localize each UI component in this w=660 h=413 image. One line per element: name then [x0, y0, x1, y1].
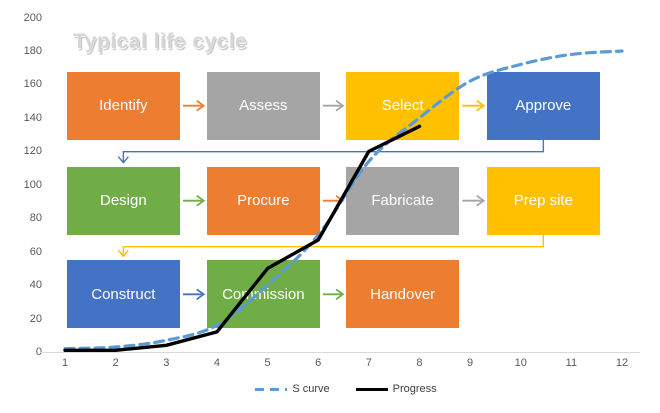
x-axis-tick-label: 2 [112, 357, 119, 369]
x-axis-tick-label: 4 [213, 357, 220, 369]
y-axis-tick-label: 80 [29, 212, 42, 225]
chart-legend: S curve Progress [16, 383, 660, 395]
legend-item-s-curve[interactable]: S curve [255, 383, 330, 395]
process-box-prep-site[interactable]: Prep site [486, 166, 600, 235]
process-box-label: Design [99, 192, 147, 210]
flow-arrow-identify-to-assess [183, 99, 206, 112]
legend-label: S curve [292, 383, 330, 395]
x-axis-tick-label: 3 [163, 357, 170, 369]
flow-arrow-procure-to-fabricate [323, 194, 345, 207]
y-axis-tick-label: 40 [29, 279, 42, 292]
process-box-label: Select [381, 97, 424, 115]
process-box-label: Procure [237, 192, 290, 210]
legend-swatch-solid [355, 387, 388, 391]
x-axis-tick-label: 8 [416, 357, 423, 369]
process-box-label: Construct [91, 285, 156, 303]
x-axis-tick-label: 5 [264, 357, 271, 369]
y-axis-tick-label: 100 [23, 178, 42, 191]
legend-swatch-dashed [255, 387, 288, 391]
flow-arrow-fabricate-to-prep-site [462, 194, 486, 207]
process-box-commission[interactable]: Commission [206, 260, 320, 329]
flow-arrow-select-to-approve [462, 99, 486, 112]
process-box-label: Approve [515, 97, 572, 115]
y-axis-tick-label: 120 [23, 145, 42, 158]
process-box-select[interactable]: Select [346, 71, 460, 140]
x-axis-tick-label: 1 [61, 357, 69, 369]
process-box-label: Assess [239, 97, 288, 115]
x-axis-tick-label: 9 [467, 357, 474, 369]
process-box-label: Fabricate [371, 192, 434, 210]
y-axis-tick-label: 200 [23, 11, 42, 24]
y-axis-tick-label: 20 [29, 312, 42, 325]
process-box-handover[interactable]: Handover [346, 260, 460, 329]
y-axis-tick-label: 60 [29, 245, 42, 258]
process-box-design[interactable]: Design [66, 166, 180, 235]
process-box-label: Commission [222, 285, 305, 303]
process-box-procure[interactable]: Procure [206, 166, 320, 235]
x-axis-tick-label: 10 [514, 357, 527, 369]
return-connector-approve-to-design [117, 139, 545, 164]
y-axis-tick-label: 160 [23, 78, 42, 91]
legend-item-progress[interactable]: Progress [355, 383, 437, 395]
legend-label: Progress [392, 383, 437, 395]
x-axis-tick-label: 7 [365, 357, 372, 369]
return-connector-prep-site-to-construct [117, 234, 545, 258]
x-axis-tick-label: 6 [315, 357, 322, 369]
chart-title: Typical life cycle [73, 30, 248, 53]
flow-arrow-construct-to-commission [183, 288, 206, 301]
flow-arrow-design-to-procure [183, 194, 206, 207]
process-box-assess[interactable]: Assess [206, 71, 320, 140]
x-axis-tick-label: 12 [615, 357, 629, 369]
process-box-identify[interactable]: Identify [66, 71, 180, 140]
process-box-label: Prep site [513, 192, 573, 210]
flow-arrow-commission-to-handover [323, 288, 345, 301]
x-axis-tick-label: 11 [565, 357, 578, 369]
process-box-label: Handover [370, 285, 436, 303]
process-box-label: Identify [99, 97, 148, 115]
process-box-construct[interactable]: Construct [66, 260, 180, 329]
y-axis-tick-label: 180 [23, 45, 42, 58]
process-box-approve[interactable]: Approve [486, 71, 600, 140]
process-box-fabricate[interactable]: Fabricate [346, 166, 460, 235]
flow-arrow-assess-to-select [323, 99, 345, 112]
y-axis-tick-label: 0 [35, 346, 42, 358]
y-axis-tick-label: 140 [23, 111, 42, 124]
